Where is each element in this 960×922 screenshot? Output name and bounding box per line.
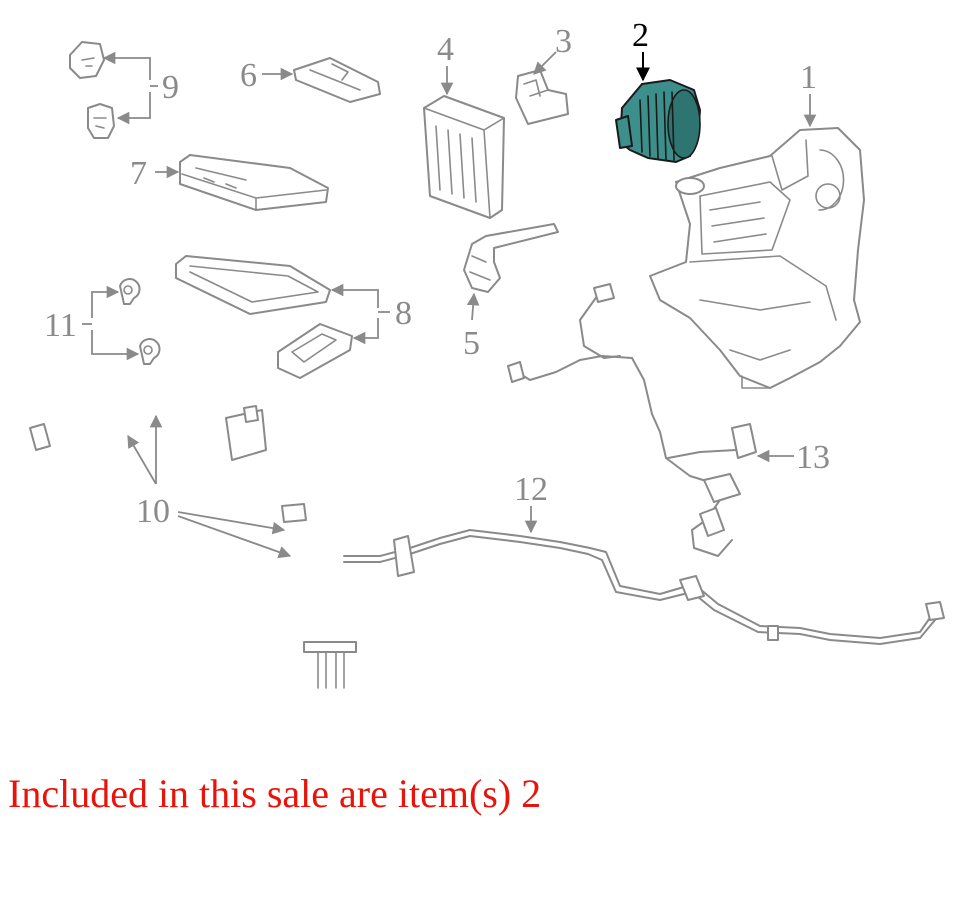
callout-2: 2: [632, 17, 649, 54]
callout-4: 4: [437, 31, 454, 68]
part-9-clips: [69, 41, 115, 139]
callout-10: 10: [136, 493, 170, 530]
part-5-sensor: [463, 223, 559, 293]
callout-7: 7: [130, 155, 147, 192]
leader-9: [102, 51, 158, 125]
part-10-hoses: [29, 397, 357, 691]
leader-11: [82, 285, 140, 361]
callout-3: 3: [555, 23, 572, 60]
leader-8: [330, 283, 390, 345]
part-8-frame: [175, 255, 353, 379]
part-1-housing: [649, 127, 865, 389]
part-4-core: [423, 95, 505, 219]
callout-12: 12: [514, 471, 548, 508]
callout-9: 9: [162, 69, 179, 106]
part-11-grommets: [119, 278, 161, 365]
callout-6: 6: [240, 57, 257, 94]
callout-11: 11: [44, 307, 77, 344]
part-2-blower-motor: [615, 79, 701, 163]
callout-8: 8: [395, 295, 412, 332]
part-12-line: [343, 529, 945, 645]
sale-caption: Included in this sale are item(s) 2: [8, 771, 542, 816]
leader-5: [466, 292, 480, 321]
callout-13: 13: [796, 439, 830, 476]
part-7-filter: [179, 154, 329, 211]
part-6-door: [293, 57, 381, 103]
callout-1: 1: [800, 59, 817, 96]
part-13-harness: [507, 283, 757, 557]
leader-10: [127, 414, 292, 559]
callout-5: 5: [463, 325, 480, 362]
part-3-resistor: [515, 69, 569, 125]
leader-3: [533, 51, 557, 75]
